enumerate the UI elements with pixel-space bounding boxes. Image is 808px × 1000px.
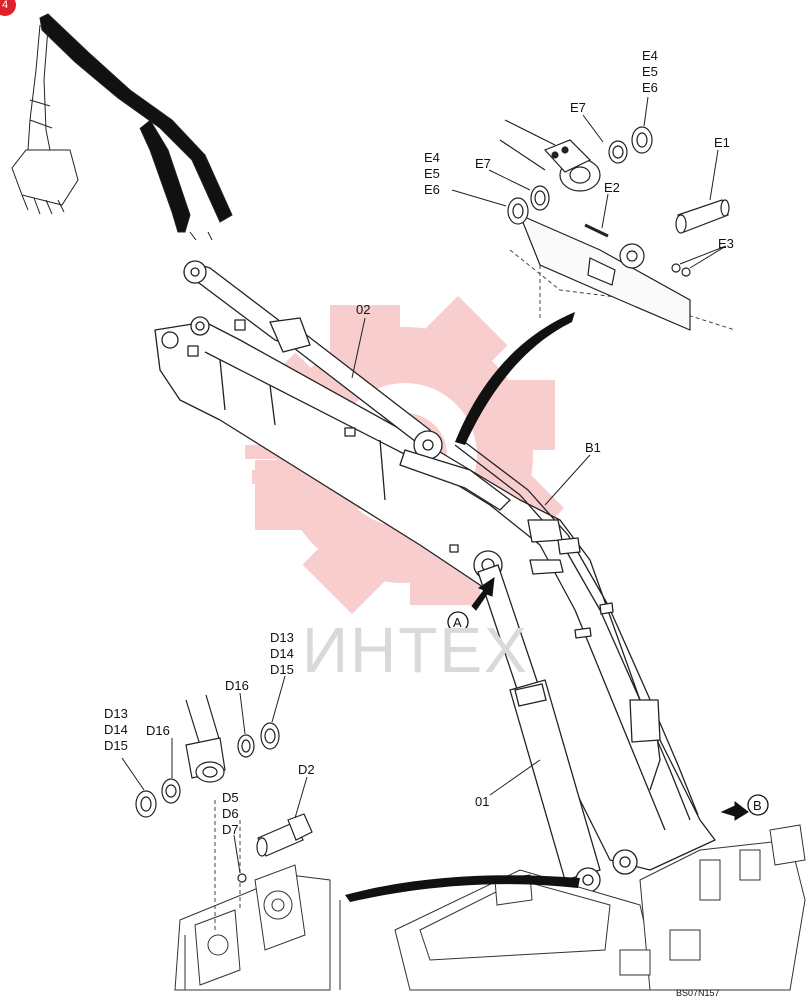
label-d14-left: D14	[104, 722, 128, 737]
label-d13-left: D13	[104, 706, 128, 721]
label-e5-lower: E5	[424, 166, 440, 181]
label-e1: E1	[714, 135, 730, 150]
label-01: 01	[475, 794, 489, 809]
machine-frame	[174, 824, 806, 991]
callout-arrow-a-icon	[471, 576, 495, 611]
label-e4-lower: E4	[424, 150, 440, 165]
callout-b-circle	[747, 794, 769, 816]
label-d14-right: D14	[270, 646, 294, 661]
callout-b-letter: B	[753, 798, 762, 813]
callout-a-letter: A	[453, 615, 462, 630]
label-e7-upper: E7	[570, 100, 586, 115]
corner-badge: 4	[0, 0, 16, 16]
label-d15-right: D15	[270, 662, 294, 677]
label-d13-right: D13	[270, 630, 294, 645]
label-e5-upper: E5	[642, 64, 658, 79]
label-e4-upper: E4	[642, 48, 658, 63]
detail-pin-set-d	[135, 694, 313, 883]
callout-a-circle	[447, 611, 469, 633]
label-e6-upper: E6	[642, 80, 658, 95]
label-d2: D2	[298, 762, 315, 777]
boom-cylinder-01	[473, 550, 601, 893]
label-d5: D5	[222, 790, 239, 805]
label-d15-left: D15	[104, 738, 128, 753]
boom-assembly	[154, 260, 716, 875]
label-d16-left: D16	[146, 723, 170, 738]
label-b1: B1	[585, 440, 601, 455]
label-e2: E2	[604, 180, 620, 195]
label-d6: D6	[222, 806, 239, 821]
label-e3: E3	[718, 236, 734, 251]
label-02: 02	[356, 302, 370, 317]
drawing-code: BS07N157	[676, 988, 720, 998]
callout-arrow-b-icon	[720, 800, 749, 821]
label-e6-lower: E6	[424, 182, 440, 197]
label-d16-right: D16	[225, 678, 249, 693]
label-leader-lines	[121, 96, 727, 874]
excavator-thumbnail	[11, 13, 233, 241]
watermark-text: ИНТЕХ	[302, 614, 529, 686]
label-e7-lower: E7	[475, 156, 491, 171]
label-d7: D7	[222, 822, 239, 837]
detail-pin-set-e	[499, 119, 730, 331]
detail-leader-curves	[345, 312, 580, 902]
